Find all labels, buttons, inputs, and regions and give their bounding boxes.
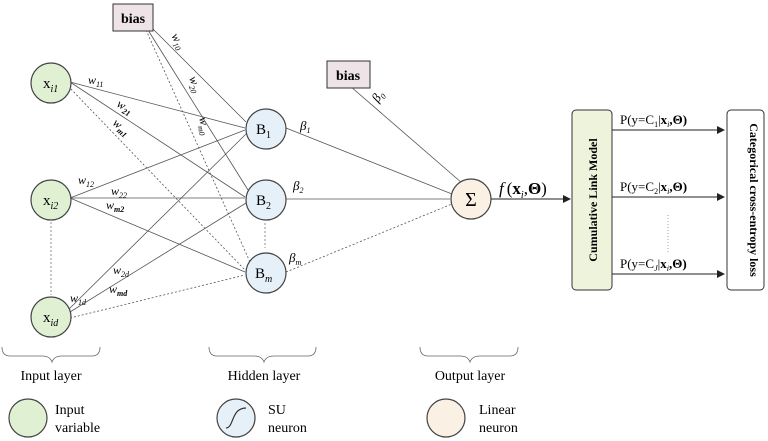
output-layer-brace [419, 346, 519, 364]
legend-linear: Linear neuron [426, 398, 518, 438]
loss-box: Categorical cross-entropy loss [726, 109, 765, 291]
hidden-node-1: B1 [245, 108, 287, 150]
hidden-node-2: B2 [245, 179, 287, 221]
beta-labels: β0 β1 β2 βm [288, 90, 388, 267]
svg-text:neuron: neuron [479, 421, 518, 436]
edge-bm-sum [285, 203, 453, 273]
prob-label-j: P(y=CJ|xi,Θ) [620, 256, 687, 273]
loss-label: Categorical cross-entropy loss [747, 123, 761, 277]
svg-text:Bm: Bm [255, 266, 272, 285]
weight-labels: w11 w21 wm1 w12 w22 wm2 w1d w2d wmd w10 … [70, 31, 213, 308]
input-node-2: xi2 [30, 179, 72, 221]
hidden-layer-label: Hidden layer [228, 369, 301, 384]
svg-text:B2: B2 [256, 193, 271, 212]
svg-text:xid: xid [43, 310, 59, 329]
svg-text:B1: B1 [256, 122, 271, 141]
weight-label-m0: wm0 [194, 116, 213, 137]
prob-label-1: P(y=C1|xi,Θ) [620, 112, 687, 129]
input-layer-label: Input layer [20, 369, 81, 384]
hidden-layer-brace [208, 346, 317, 364]
input-node-d: xid [30, 296, 72, 338]
edge-bias-b1 [149, 25, 247, 123]
weight-label-10: w10 [167, 31, 189, 53]
weight-label-11: w11 [88, 73, 103, 89]
hidden-node-m: Bm [245, 252, 287, 294]
input-layer-brace [1, 346, 101, 364]
output-node-sum: Σ [450, 178, 492, 220]
weight-label-m1: wm1 [109, 116, 133, 140]
svg-text:Linear: Linear [479, 403, 516, 418]
edge-x1-bm [67, 85, 246, 271]
weight-label-22: w22 [111, 184, 127, 200]
weight-label-2d: w2d [113, 263, 130, 279]
weight-label-md: wmd [109, 282, 128, 298]
edge-x1-b2 [69, 81, 246, 198]
edge-xd-b1 [67, 132, 248, 311]
legend-input: Input variable [8, 398, 100, 438]
svg-text:xi1: xi1 [43, 76, 58, 95]
clm-label: Cumulative Link Model [586, 138, 600, 262]
bias-output-label: bias [336, 69, 361, 84]
input-node-1: xi1 [30, 62, 72, 104]
edge-xd-b2 [69, 202, 247, 313]
weight-label-m2: wm2 [106, 198, 124, 214]
svg-text:variable: variable [55, 421, 100, 436]
sigmoid-icon [225, 407, 247, 429]
bias-box-hidden: bias [112, 3, 154, 32]
edge-b1-sum [285, 127, 453, 195]
input-to-hidden-connections [67, 25, 251, 319]
edge-x2-bm [69, 197, 246, 273]
weight-label-1d: w1d [70, 291, 87, 307]
layer-braces [1, 346, 519, 364]
svg-text:xi2: xi2 [43, 193, 58, 212]
f-label: f(xi,Θ) [499, 179, 547, 201]
prob-label-2: P(y=C2|xi,Θ) [620, 179, 687, 196]
legend-su: SU neuron [216, 398, 307, 438]
bias-hidden-label: bias [121, 12, 146, 27]
output-layer-label: Output layer [435, 369, 506, 384]
edge-xd-bm [69, 274, 246, 319]
edge-x2-b1 [69, 129, 246, 199]
beta-label-1: β1 [299, 118, 310, 135]
cumulative-link-model-box: Cumulative Link Model [571, 109, 613, 291]
hidden-to-output-connections [285, 85, 463, 273]
edge-bias-b2 [147, 29, 249, 191]
beta-label-2: β2 [292, 178, 303, 195]
edge-x1-b1 [69, 81, 246, 129]
bias-box-output: bias [326, 60, 371, 89]
sigma-symbol: Σ [465, 189, 477, 211]
svg-text:Input: Input [55, 403, 85, 418]
weight-label-21: w21 [114, 96, 136, 118]
beta-label-m: βm [288, 250, 301, 267]
probability-outputs: P(y=C1|xi,Θ) P(y=C2|xi,Θ) P(y=CJ|xi,Θ) [612, 112, 725, 278]
weight-label-12: w12 [78, 173, 94, 189]
legend: Input variable SU neuron Linear neuron [8, 398, 518, 438]
edge-bias-sum [349, 85, 463, 184]
svg-text:SU: SU [268, 403, 286, 418]
svg-text:neuron: neuron [268, 421, 307, 436]
